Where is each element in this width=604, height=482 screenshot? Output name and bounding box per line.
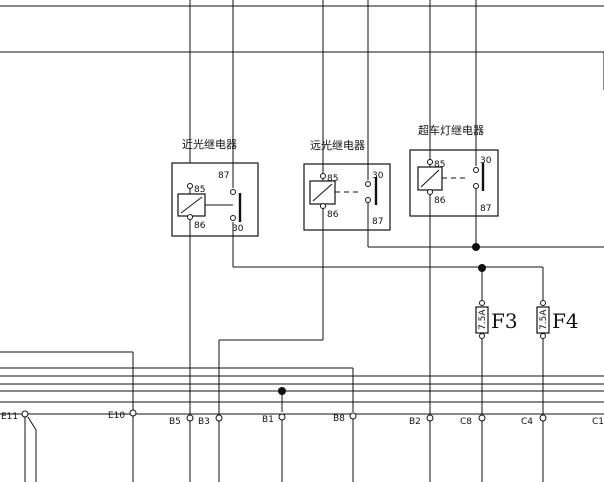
high-beam-relay-title: 远光继电器 <box>310 138 365 152</box>
e11-branch-wire <box>27 416 37 431</box>
overtake-30-terminal <box>473 167 479 173</box>
b1-label: B1 <box>262 415 274 425</box>
b5-label: B5 <box>169 417 181 427</box>
low-beam-87-label: 87 <box>218 171 229 181</box>
f3-label: F3 <box>491 309 518 333</box>
overtake-85-terminal <box>427 159 433 165</box>
overtake-relay-title: 超车灯继电器 <box>418 123 484 137</box>
f4-label: F4 <box>552 309 579 333</box>
high-beam-87-label: 87 <box>372 217 383 227</box>
high-beam-85-label: 85 <box>327 174 338 184</box>
b5-terminal <box>186 414 194 422</box>
overtake-87-terminal <box>473 183 479 189</box>
e10-label: E10 <box>108 411 125 421</box>
f3-top-terminal <box>479 300 485 306</box>
e11-label: E11 <box>1 412 18 422</box>
low-beam-30-terminal <box>230 215 236 221</box>
c8-terminal <box>478 414 486 422</box>
f3-rating: 7.5A <box>478 309 488 330</box>
overtake-85-label: 85 <box>434 160 445 170</box>
c4-label: C4 <box>521 417 533 427</box>
b3-label: B3 <box>198 417 210 427</box>
high-beam-87-terminal <box>365 197 371 203</box>
high-beam-86-terminal <box>320 203 326 209</box>
b8-terminal <box>349 412 357 420</box>
low-beam-87-terminal <box>230 189 236 195</box>
junction-dot-upper <box>472 243 480 251</box>
e10-terminal <box>129 409 137 417</box>
overtake-30-label: 30 <box>480 156 492 166</box>
e11-terminal <box>21 410 29 418</box>
low-beam-85-terminal <box>187 183 193 189</box>
low-beam-relay-title: 近光继电器 <box>182 137 237 151</box>
high-beam-86-label: 86 <box>327 210 339 220</box>
b3-terminal <box>215 414 223 422</box>
b2-terminal <box>426 414 434 422</box>
overtake-87-label: 87 <box>480 204 491 214</box>
c8-label: C8 <box>460 417 472 427</box>
high-beam-coil-diagonal <box>312 183 333 202</box>
low-beam-86-label: 86 <box>194 221 206 231</box>
high-beam-85-terminal <box>320 173 326 179</box>
b1-terminal <box>278 413 286 421</box>
f4-top-terminal <box>540 300 546 306</box>
overtake-86-label: 86 <box>434 196 446 206</box>
c4-terminal <box>539 414 547 422</box>
low-beam-coil-diagonal <box>180 196 203 214</box>
low-beam-85-label: 85 <box>194 185 205 195</box>
junction-dot-lower <box>478 264 486 272</box>
f3-bottom-terminal <box>479 333 485 339</box>
low-beam-86-terminal <box>187 214 193 220</box>
b8-label: B8 <box>333 414 345 424</box>
f4-rating: 7.5A <box>539 309 549 330</box>
c1-label: C1 <box>592 417 604 427</box>
low-beam-30-label: 30 <box>232 224 244 234</box>
high-beam-30-label: 30 <box>372 171 384 181</box>
b2-label: B2 <box>409 417 421 427</box>
overtake-86-terminal <box>427 189 433 195</box>
overtake-coil-diagonal <box>420 169 440 188</box>
f4-bottom-terminal <box>540 333 546 339</box>
high-beam-30-terminal <box>365 181 371 187</box>
